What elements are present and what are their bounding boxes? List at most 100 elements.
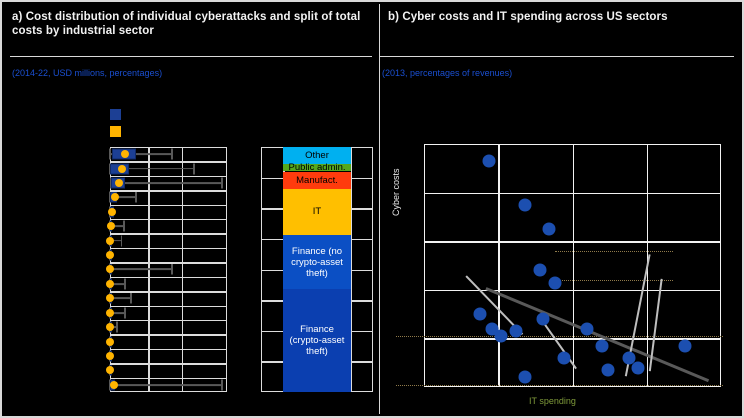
boxplot-hgrid <box>110 161 227 163</box>
boxplot-whisker <box>110 311 126 314</box>
boxplot-row <box>106 277 227 291</box>
scatter-point <box>473 307 487 321</box>
legend-item-median <box>110 125 127 138</box>
boxplot-row <box>106 291 227 305</box>
scatter-point <box>518 198 532 212</box>
boxplot-whisker-cap-low <box>109 163 111 175</box>
boxplot-row <box>109 161 227 175</box>
boxplot-hgrid <box>110 305 227 307</box>
panel-a: a) Cost distribution of individual cyber… <box>4 4 378 414</box>
boxplot-whisker-cap-high <box>171 263 173 275</box>
boxplot-whisker-cap-low <box>110 177 112 189</box>
boxplot-hgrid <box>110 175 227 178</box>
boxplot-median-marker <box>106 236 114 245</box>
legend-swatch-box <box>110 109 121 120</box>
boxplot-whisker-cap-high <box>124 307 126 319</box>
scatter-hgrid-4 <box>424 338 721 340</box>
boxplot-row <box>106 363 227 377</box>
boxplot-median-marker <box>106 251 114 260</box>
boxplot-hgrid <box>110 348 227 351</box>
boxplot-hgrid <box>110 291 227 293</box>
boxplot-whisker <box>110 268 172 271</box>
scatter-point <box>509 324 523 338</box>
scatter-point <box>518 370 532 384</box>
boxplot-row <box>110 176 227 190</box>
boxplot-median-marker <box>110 193 119 202</box>
panel-b: b) Cyber costs and IT spending across US… <box>380 4 740 414</box>
stacked-bar-segment: Manufact. <box>283 171 351 189</box>
scatter-point <box>595 339 609 353</box>
panel-a-subtitle: (2014-22, USD millions, percentages) <box>12 68 163 78</box>
scatter-point <box>536 312 550 326</box>
boxplot-whisker-cap-high <box>171 148 173 160</box>
boxplot-median-marker <box>106 308 114 317</box>
boxplot-whisker <box>110 297 132 300</box>
boxplot-whisker <box>110 239 122 242</box>
scatter-dotted-guide-1 <box>396 335 723 337</box>
scatter-point <box>494 329 508 343</box>
scatter-point <box>631 361 645 375</box>
scatter-dotted-guide-3 <box>554 250 674 252</box>
boxplot-hgrid <box>110 276 227 279</box>
boxplot-median-marker <box>115 179 124 188</box>
scatter-point <box>548 276 562 289</box>
boxplot-whisker-cap-high <box>193 163 196 175</box>
scatter-x-axis-label: IT spending <box>529 396 576 406</box>
boxplot-median-marker <box>106 294 114 303</box>
scatter-point <box>533 263 547 277</box>
panel-a-title-rule <box>10 56 372 57</box>
boxplot-median-marker <box>108 207 117 216</box>
boxplot-whisker-cap-high <box>130 292 132 304</box>
boxplot-whisker <box>110 196 136 199</box>
boxplot-hgrid <box>110 363 227 365</box>
scatter-point <box>557 351 571 365</box>
boxplot-row <box>109 147 227 161</box>
boxplot-whisker-cap-high <box>221 379 224 391</box>
boxplot-whisker-cap-high <box>116 321 118 333</box>
scatter-point <box>678 339 692 353</box>
boxplot-row <box>107 219 227 233</box>
scatter-hgrid-1 <box>424 192 721 195</box>
boxplot-row <box>106 233 227 247</box>
boxplot-whisker <box>110 153 172 156</box>
scatter-point <box>601 363 615 377</box>
boxplot-whisker <box>110 283 126 285</box>
boxplot-hgrid <box>110 262 227 264</box>
scatter-point <box>482 154 496 168</box>
stacked-bar-segment: IT <box>283 188 351 236</box>
boxplot-whisker-cap-high <box>134 191 137 203</box>
boxplot-whisker-cap-high <box>123 220 125 232</box>
boxplot-chart <box>106 147 227 392</box>
legend-item-box <box>110 108 127 121</box>
stacked-bar-segment: Finance (no crypto-asset theft) <box>283 235 351 290</box>
scatter-vgrid-2 <box>572 144 575 387</box>
boxplot-whisker-cap-high <box>221 177 224 189</box>
boxplot-hgrid <box>110 233 227 235</box>
boxplot-whisker-cap-high <box>124 278 126 290</box>
boxplot-hgrid <box>110 219 227 221</box>
boxplot-whisker-cap-high <box>120 235 123 247</box>
boxplot-whisker <box>110 167 195 170</box>
boxplot-row <box>106 320 227 334</box>
panel-b-title: b) Cyber costs and IT spending across US… <box>388 11 668 23</box>
boxplot-median-marker <box>107 222 116 231</box>
boxplot-row <box>106 248 227 262</box>
scatter-vgrid-1 <box>498 144 500 387</box>
panel-a-title: a) Cost distribution of individual cyber… <box>12 11 361 37</box>
boxplot-row <box>106 349 227 363</box>
boxplot-vgrid-2 <box>181 147 184 392</box>
boxplot-median-marker <box>106 265 114 274</box>
scatter-point <box>542 222 556 236</box>
stacked-bar-segment: Other <box>283 147 351 165</box>
scatter-point <box>622 351 636 365</box>
boxplot-hgrid <box>110 204 227 207</box>
boxplot-row <box>108 205 227 219</box>
boxplot-median-marker <box>121 150 130 159</box>
boxplot-whisker-cap-low <box>109 148 111 160</box>
scatter-dotted-guide-4 <box>554 280 674 282</box>
boxplot-median-marker <box>106 323 114 332</box>
scatter-hgrid-3 <box>424 289 721 292</box>
